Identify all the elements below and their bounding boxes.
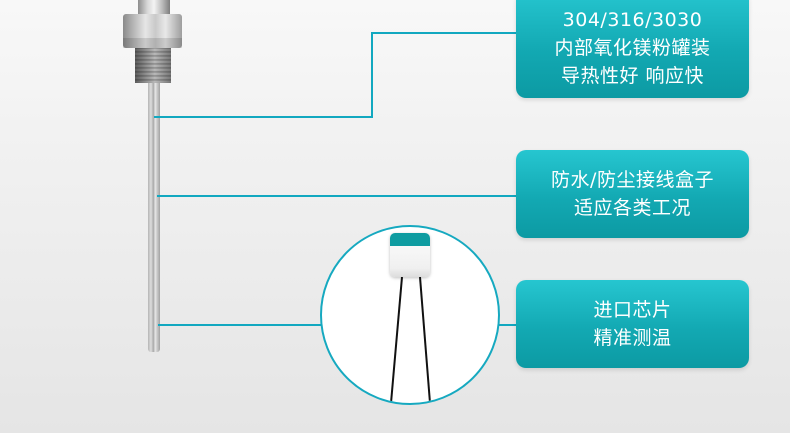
feature-box-junction: 防水/防尘接线盒子 适应各类工况 — [516, 150, 749, 238]
feature-3-line-2: 精准测温 — [593, 327, 672, 349]
feature-3-line-1: 进口芯片 — [593, 299, 672, 321]
feature-2-line-1: 防水/防尘接线盒子 — [551, 169, 714, 191]
callout-line-3-right — [498, 324, 517, 326]
feature-box-material: 304/316/3030 内部氧化镁粉罐装 导热性好 响应快 — [516, 0, 749, 98]
probe-tube — [148, 83, 160, 352]
callout-line-1-a — [154, 116, 373, 118]
probe-hex-nut-shade — [123, 38, 182, 48]
feature-2-line-2: 适应各类工况 — [573, 197, 691, 219]
probe-hex-nut — [123, 14, 182, 48]
probe-thread — [135, 48, 171, 83]
probe-neck — [138, 0, 170, 15]
feature-1-line-1: 304/316/3030 — [562, 9, 703, 31]
feature-box-chip: 进口芯片 精准测温 — [516, 280, 749, 368]
feature-1-line-2: 内部氧化镁粉罐装 — [554, 37, 711, 59]
chip-leads-icon — [390, 276, 431, 403]
callout-line-1-c — [371, 32, 517, 34]
callout-line-3-left — [158, 324, 322, 326]
sensor-chip-cap — [390, 233, 430, 246]
sensor-chip — [390, 233, 430, 277]
callout-line-2 — [157, 195, 517, 197]
feature-1-line-3: 导热性好 响应快 — [560, 65, 705, 87]
callout-line-1-b — [371, 32, 373, 118]
